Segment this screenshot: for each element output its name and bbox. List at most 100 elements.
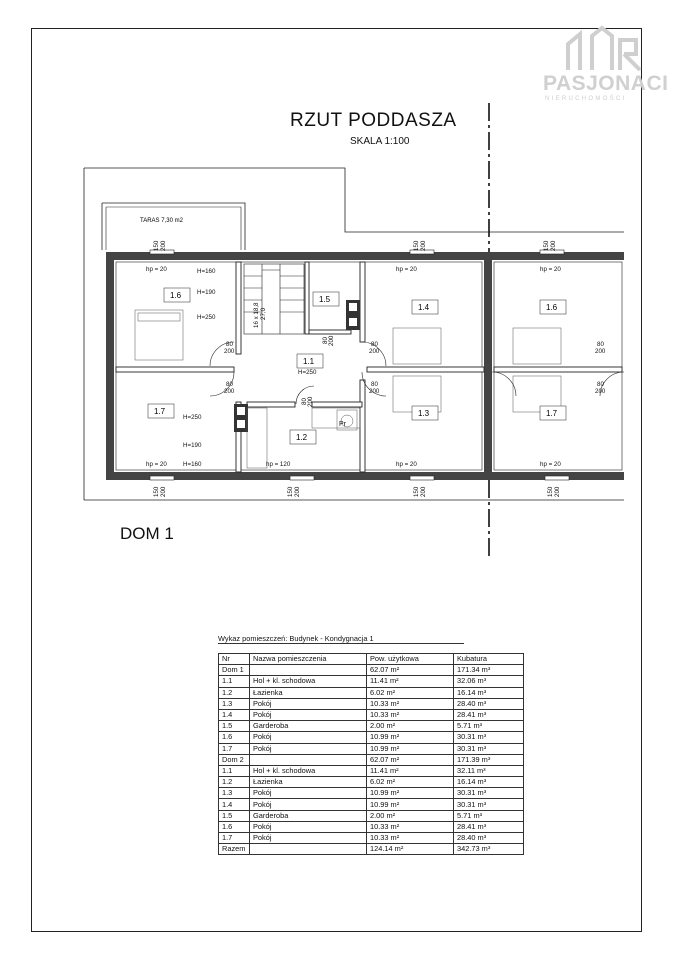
door-height: 200 <box>595 348 606 355</box>
door-width: 80 <box>301 398 308 405</box>
window-width: 150 <box>413 486 420 497</box>
table-cell: 28.41 m³ <box>453 820 524 834</box>
room-labels: 1.6 1.5 1.4 1.6 1.1 1.7 1.2 1.3 <box>147 287 567 445</box>
windows <box>149 249 570 481</box>
header-cell: Kubatura <box>453 652 524 666</box>
table-cell: 30.31 m³ <box>453 787 524 800</box>
exterior-walls <box>106 252 624 480</box>
table-cell: 10.99 m² <box>366 787 454 800</box>
table-cell: 1.4 <box>218 708 250 722</box>
table-cell: 5.71 m³ <box>453 720 524 733</box>
height-label: H=160 <box>197 268 216 275</box>
svg-text:1.7: 1.7 <box>546 409 558 418</box>
header-cell: Pow. użytkowa <box>366 652 454 666</box>
window-height: 200 <box>160 486 167 497</box>
terrace-label: TARAS 7,30 m2 <box>140 218 184 224</box>
height-label: H=250 <box>298 369 317 376</box>
drawing-sheet-frame <box>31 28 642 932</box>
house-label: DOM 1 <box>120 524 174 543</box>
window-height: 200 <box>554 486 561 497</box>
svg-text:1.4: 1.4 <box>418 303 430 312</box>
room-1-6-dom2: 1.6 <box>539 299 567 315</box>
door-width: 80 <box>371 341 378 348</box>
room-1-7: 1.7 <box>147 403 175 419</box>
table-cell: 1.2 <box>218 686 250 699</box>
door-height: 200 <box>307 396 314 407</box>
height-label: H=250 <box>197 314 216 321</box>
table-cell: 30.31 m³ <box>453 731 524 744</box>
table-cell: Pokój <box>249 820 367 834</box>
table-cell: 171.34 m³ <box>453 664 524 677</box>
table-cell: Pokój <box>249 697 367 710</box>
window-width: 150 <box>543 240 550 251</box>
height-label: H=160 <box>183 461 202 468</box>
table-cell: 1.1 <box>218 764 250 778</box>
height-label: H=190 <box>183 442 202 449</box>
table-cell: 5.71 m³ <box>453 809 524 822</box>
interior-walls <box>115 261 623 473</box>
table-cell: 2.00 m² <box>366 809 454 822</box>
table-caption: Wykaz pomieszczeń: Budynek - Kondygnacja… <box>218 634 374 643</box>
stair-note: 27,0 <box>260 307 267 320</box>
door-width: 80 <box>371 381 378 388</box>
table-cell: 30.31 m³ <box>453 798 524 811</box>
table-cell: 10.99 m² <box>366 742 454 755</box>
door-height: 200 <box>369 388 380 395</box>
table-cell <box>249 753 367 766</box>
table-cell: 11.41 m² <box>366 764 454 778</box>
table-cell: Hol + kl. schodowa <box>249 764 367 778</box>
header-cell: Nr <box>218 652 250 666</box>
table-cell: 1.3 <box>218 787 250 800</box>
svg-text:1.7: 1.7 <box>154 407 166 416</box>
drawing-title: RZUT PODDASZA <box>290 110 457 131</box>
table-cell: 6.02 m² <box>366 776 454 789</box>
table-cell: 1.7 <box>218 742 250 755</box>
table-cell: 16.14 m³ <box>453 776 524 789</box>
table-cell: 1.6 <box>218 731 250 744</box>
window-width: 150 <box>153 486 160 497</box>
table-cell: Łazienka <box>249 776 367 789</box>
logo-subtitle-text: NIERUCHOMOŚCI <box>545 96 627 102</box>
table-cell: 28.40 m³ <box>453 831 524 845</box>
logo-house-mark <box>566 25 642 72</box>
table-cell: 28.41 m³ <box>453 708 524 722</box>
table-cell: Pokój <box>249 742 367 755</box>
table-cell: 1.6 <box>218 820 250 834</box>
door-width: 80 <box>226 341 233 348</box>
window-height: 200 <box>420 486 427 497</box>
svg-text:1.1: 1.1 <box>303 357 315 366</box>
hp-label: hp = 20 <box>396 461 417 468</box>
svg-text:1.5: 1.5 <box>319 295 331 304</box>
room-1-6: 1.6 <box>163 287 191 303</box>
room-1-5: 1.5 <box>312 291 340 307</box>
room-1-7-dom2: 1.7 <box>539 405 567 421</box>
door-height: 200 <box>369 348 380 355</box>
height-label: H=250 <box>183 414 202 421</box>
table-cell: 10.33 m² <box>366 708 454 722</box>
table-cell: Dom 2 <box>218 753 250 766</box>
hp-label: hp = 20 <box>146 461 167 468</box>
table-cell: 1.3 <box>218 697 250 710</box>
table-cell: 1.5 <box>218 720 250 733</box>
window-height: 200 <box>160 240 167 251</box>
room-1-1: 1.1 <box>296 353 324 369</box>
door-height: 200 <box>328 335 335 346</box>
window-width: 150 <box>547 486 554 497</box>
furniture <box>134 309 562 469</box>
staircase <box>243 263 305 335</box>
window-height: 200 <box>420 240 427 251</box>
table-cell: 10.99 m² <box>366 798 454 811</box>
svg-text:1.3: 1.3 <box>418 409 430 418</box>
